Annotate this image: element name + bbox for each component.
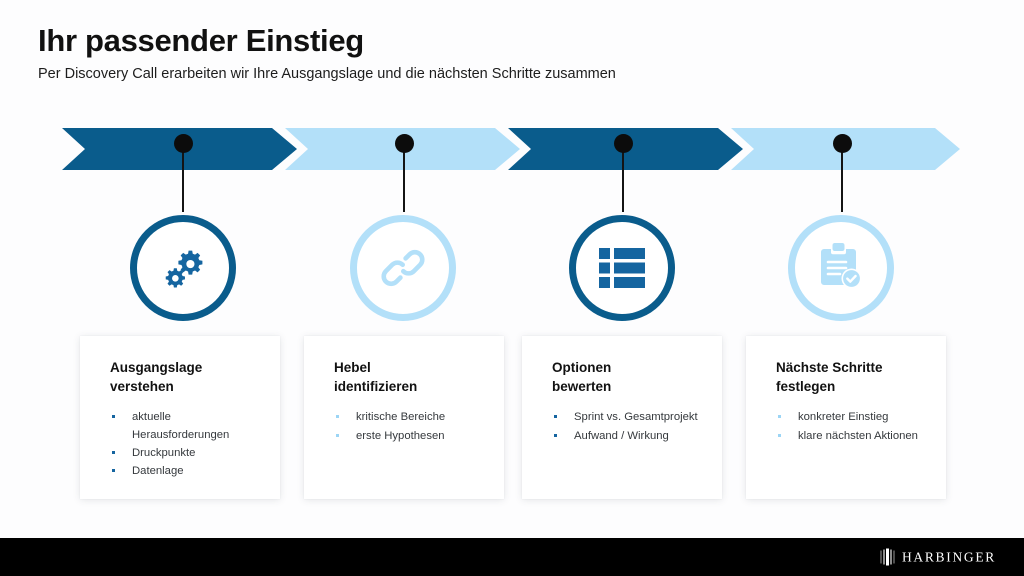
step-card-bullets: Sprint vs. Gesamtprojekt Aufwand / Wirku… [552,409,706,445]
page-subtitle: Per Discovery Call erarbeiten wir Ihre A… [38,65,616,82]
step-card-bullets: kritische Bereiche erste Hypothesen [334,409,488,445]
step-card-title: Ausgangslage verstehen [110,358,264,396]
step-card-title: Nächste Schritte festlegen [776,358,930,396]
step-card-title-line2: festlegen [776,379,836,395]
icon-circle-step-2 [350,215,456,321]
step-card-title-line1: Optionen [552,360,612,375]
icon-circle-step-4 [788,215,894,321]
list-item: klare nächsten Aktionen [776,428,930,445]
process-chevron-band [0,126,1024,172]
step-card-title-line1: Hebel [334,360,371,375]
connector-dot-3 [614,134,633,153]
step-card-1: Ausgangslage verstehen aktuelle Herausfo… [80,336,280,499]
icon-circle-step-1 [130,215,236,321]
step-card-4: Nächste Schritte festlegen konkreter Ein… [746,336,946,499]
step-card-title-line2: bewerten [552,379,612,395]
step-card-title: Hebel identifizieren [334,358,488,396]
list-item: Druckpunkte [110,445,264,462]
connector-stem-3 [622,152,624,212]
list-item: Sprint vs. Gesamtprojekt [552,409,706,426]
clipboard-check-icon [821,243,862,289]
list-item: konkreter Einstieg [776,409,930,426]
step-card-title-line2: identifizieren [334,379,418,395]
list-item: erste Hypothesen [334,428,488,445]
connector-stem-2 [403,152,405,212]
step-card-bullets: konkreter Einstieg klare nächsten Aktion… [776,409,930,445]
list-icon [599,248,645,288]
footer-bar: HARBINGER [0,538,1024,576]
brand-logo: HARBINGER [880,548,996,566]
connector-dot-2 [395,134,414,153]
step-card-3: Optionen bewerten Sprint vs. Gesamtproje… [522,336,722,499]
connector-dot-4 [833,134,852,153]
connector-stem-4 [841,152,843,212]
list-item: Aufwand / Wirkung [552,428,706,445]
logo-bars-icon [880,548,895,566]
step-card-title: Optionen bewerten [552,358,706,396]
link-icon [381,249,425,287]
icon-circle-step-3 [569,215,675,321]
step-card-title-line1: Ausgangslage [110,360,203,375]
list-item: kritische Bereiche [334,409,488,426]
list-item: Datenlage [110,463,264,480]
step-card-2: Hebel identifizieren kritische Bereiche … [304,336,504,499]
logo-text: HARBINGER [901,549,996,564]
step-card-title-line1: Nächste Schritte [776,360,883,375]
connector-dot-1 [174,134,193,153]
connector-stem-1 [182,152,184,212]
header: Ihr passender Einstieg Per Discovery Cal… [38,23,958,84]
step-card-title-line2: verstehen [110,379,174,395]
step-card-bullets: aktuelle Herausforderungen Druckpunkte D… [110,409,264,480]
list-item: aktuelle Herausforderungen [110,409,264,444]
page-title: Ihr passender Einstieg [38,23,364,58]
gears-icon [165,250,203,288]
